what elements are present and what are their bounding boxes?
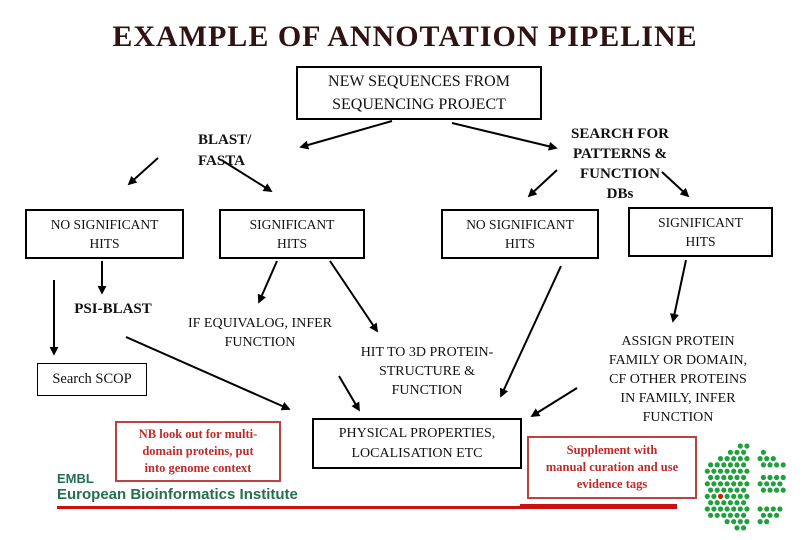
text-line: NO SIGNIFICANT: [50, 217, 159, 232]
text-line: ASSIGN PROTEIN: [621, 334, 735, 349]
text-line: SEQUENCING PROJECT: [332, 96, 506, 113]
text-line: NO SIGNIFICANT: [466, 217, 574, 232]
node-physical-properties: PHYSICAL PROPERTIES, LOCALISATION ETC: [312, 418, 522, 469]
text-line: NB look out for multi-: [138, 427, 258, 441]
text-line: BLAST/: [198, 132, 252, 148]
footer-rule-right: [520, 504, 677, 509]
text-line: LOCALISATION ETC: [351, 445, 483, 461]
institute-wordmark: European Bioinformatics Institute: [57, 486, 298, 503]
text-line: IF EQUIVALOG, INFER: [187, 316, 333, 331]
text-line: FAMILY OR DOMAIN,: [608, 353, 748, 368]
slide-title: EXAMPLE OF ANNOTATION PIPELINE: [112, 20, 698, 53]
text-line: Supplement with: [566, 443, 658, 457]
node-assign-family: ASSIGN PROTEIN FAMILY OR DOMAIN, CF OTHE…: [580, 332, 776, 427]
text-line: PHYSICAL PROPERTIES,: [338, 425, 496, 441]
text-line: HITS: [89, 236, 120, 251]
text-line: SIGNIFICANT: [658, 215, 743, 230]
node-hit-to-3d: HIT TO 3D PROTEIN- STRUCTURE & FUNCTION: [348, 343, 506, 400]
text-line: FUNCTION: [391, 383, 463, 398]
text-line: NEW SEQUENCES FROM: [328, 73, 510, 90]
node-search-patterns: SEARCH FOR PATTERNS & FUNCTION DBs: [550, 124, 690, 204]
node-significant-hits-blast: SIGNIFICANT HITS: [219, 209, 365, 259]
embl-wordmark: EMBL: [57, 471, 94, 486]
text-line: FUNCTION: [642, 410, 714, 425]
text-line: IN FAMILY, INFER: [620, 391, 736, 406]
text-line: PSI-BLAST: [74, 301, 152, 317]
text-line: DBs: [606, 186, 634, 202]
text-line: evidence tags: [576, 477, 648, 491]
text-line: HITS: [685, 234, 716, 249]
node-psi-blast: PSI-BLAST: [63, 301, 163, 318]
node-search-scop: Search SCOP: [37, 363, 147, 396]
text-line: HIT TO 3D PROTEIN-: [360, 345, 494, 360]
text-line: domain proteins, put: [142, 444, 254, 458]
text-line: PATTERNS &: [572, 146, 668, 162]
node-supplement-note: Supplement with manual curation and use …: [527, 436, 697, 499]
node-significant-hits-patterns: SIGNIFICANT HITS: [628, 207, 773, 257]
text-line: FUNCTION: [579, 166, 660, 182]
text-line: into genome context: [144, 461, 252, 475]
text-line: CF OTHER PROTEINS: [609, 372, 747, 387]
text-line: SEARCH FOR: [571, 126, 669, 142]
text-line: HITS: [505, 236, 535, 251]
text-line: SIGNIFICANT: [249, 217, 335, 232]
text-line: HITS: [277, 236, 307, 251]
text-line: FASTA: [198, 153, 245, 169]
node-new-sequences: NEW SEQUENCES FROM SEQUENCING PROJECT: [296, 66, 542, 120]
node-no-significant-hits-blast: NO SIGNIFICANT HITS: [25, 209, 184, 259]
footer-rule-left: [57, 506, 540, 509]
text-line: Search SCOP: [52, 371, 132, 387]
node-if-equivalog: IF EQUIVALOG, INFER FUNCTION: [170, 314, 350, 352]
node-nb-note: NB look out for multi- domain proteins, …: [115, 421, 281, 482]
text-line: FUNCTION: [224, 335, 296, 350]
node-blast-fasta: BLAST/ FASTA: [198, 130, 290, 172]
text-line: STRUCTURE &: [378, 364, 476, 379]
node-no-significant-hits-patterns: NO SIGNIFICANT HITS: [441, 209, 599, 259]
text-line: manual curation and use: [545, 460, 679, 474]
